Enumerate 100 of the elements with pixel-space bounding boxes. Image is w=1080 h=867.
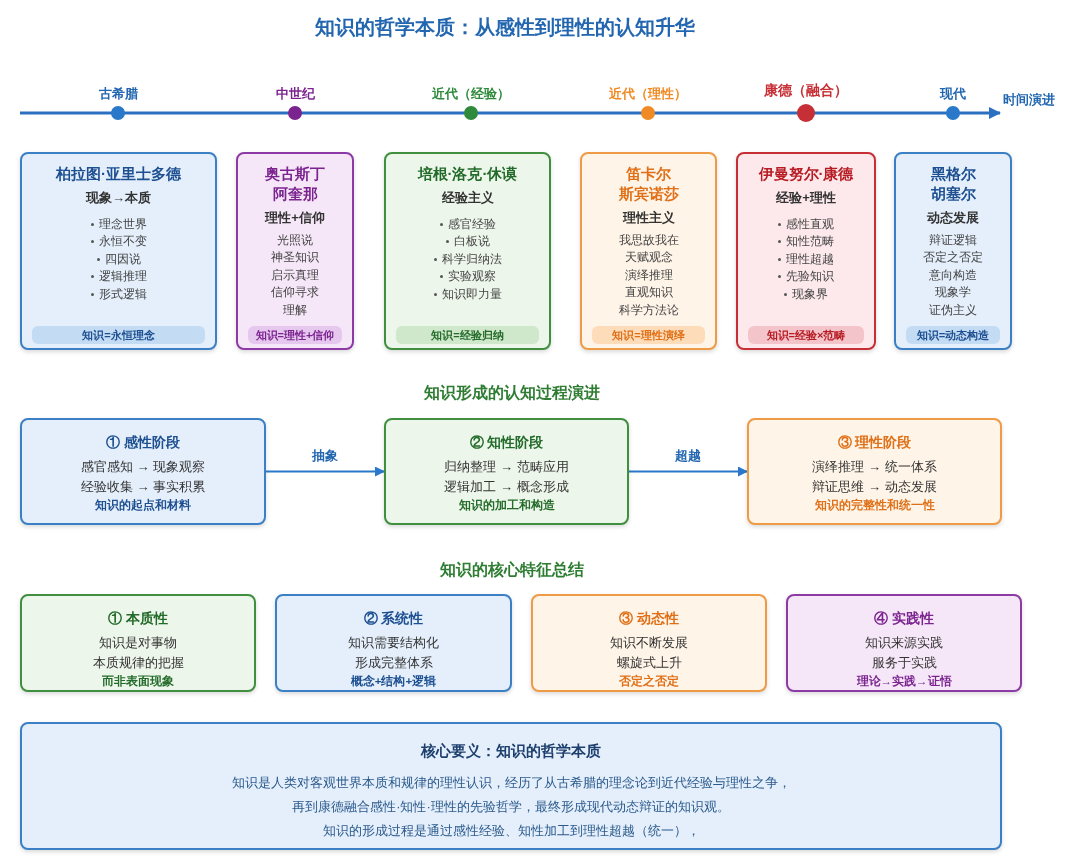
summary-badge: 知识=动态构造 (906, 325, 1000, 344)
core-title: 核心要义：知识的哲学本质 (419, 741, 602, 761)
school-subtitle: 理性+信仰 (263, 209, 326, 227)
idea-item: 白板说 (453, 233, 490, 250)
stage-box (20, 594, 256, 692)
philosopher-name: 黑格尔 (929, 164, 977, 184)
summary-badge: 知识=理性+信仰 (248, 325, 342, 344)
stage-line: 知识需要结构化 (347, 634, 440, 652)
idea-item: 知识即力量 (441, 285, 502, 303)
stage-line: 知识是对事物 (98, 634, 178, 652)
era-label: 古希腊 (98, 85, 138, 103)
summary-badge: 知识=经验×范畴 (748, 325, 864, 344)
summary-badge: 知识=理性演绎 (592, 325, 705, 344)
arrow (265, 466, 385, 477)
stage-box (747, 418, 1002, 525)
era-label: 中世纪 (275, 85, 315, 103)
stage-title: ① 本质性 (107, 609, 169, 628)
stage-summary: 知识的加工和构造 (457, 497, 556, 513)
era-label: 现代 (940, 85, 966, 103)
stage-line: 感官感知 → 现象观察 (79, 458, 207, 476)
idea-item: 理念世界 (98, 215, 147, 233)
stage-line: 演绎推理 → 统一体系 (811, 458, 938, 476)
school-subtitle: 理性主义 (621, 209, 676, 227)
idea-item: 四因说 (104, 250, 141, 268)
idea-item: 现象界 (792, 285, 828, 303)
section-heading: 知识形成的认知过程演进 (423, 383, 601, 403)
philosopher-name: 奥古斯丁 (264, 164, 326, 184)
stage-summary: 而非表面现象 (101, 674, 175, 689)
idea-item: 天赋观念 (624, 249, 673, 266)
era-label: 近代（理性） (609, 85, 687, 103)
idea-item: 辩证逻辑 (929, 231, 977, 249)
stage-line: 知识来源实践 (864, 634, 944, 652)
idea-item: 永恒不变 (98, 233, 147, 250)
stage-box (384, 418, 629, 525)
era-label: 康德（融合） (764, 81, 848, 100)
philosopher-card (236, 152, 354, 350)
stage-line: 知识不断发展 (609, 634, 689, 652)
stage-title: ② 知性阶段 (468, 433, 545, 452)
idea-item: 知性范畴 (786, 233, 834, 250)
idea-item: 证伪主义 (929, 301, 977, 319)
stage-line: 归纳整理 → 范畴应用 (443, 458, 570, 476)
idea-item: 直观知识 (624, 284, 673, 301)
idea-item: 感性直观 (786, 215, 834, 233)
idea-item: 我思故我在 (618, 231, 679, 249)
stage-box (531, 594, 767, 692)
stage-title: ③ 理性阶段 (836, 433, 913, 452)
arrow (628, 466, 748, 477)
idea-item: 否定之否定 (923, 249, 983, 266)
philosopher-name: 胡塞尔 (929, 184, 977, 204)
idea-item: 演绎推理 (624, 266, 673, 284)
idea-item: 现象学 (935, 284, 971, 301)
stage-box (786, 594, 1022, 692)
idea-item: 科学方法论 (618, 301, 679, 319)
idea-item: 实验观察 (447, 268, 496, 285)
philosopher-card (20, 152, 217, 350)
stage-line: 辩证思维 → 动态发展 (811, 478, 938, 496)
idea-item: 理性超越 (786, 250, 834, 268)
idea-item: 先验知识 (786, 268, 834, 285)
stage-title: ④ 实践性 (873, 609, 935, 628)
idea-item: 意向构造 (929, 266, 977, 284)
summary-badge: 知识=经验归纳 (396, 325, 539, 344)
philosopher-card (384, 152, 551, 350)
core-paragraph-line: 知识是人类对客观世界本质和规律的理性认识，经历了从古希腊的理念论到近代经验与理性之争， (230, 773, 792, 792)
idea-item: 信仰寻求 (271, 284, 319, 301)
idea-item: 光照说 (277, 231, 313, 249)
philosopher-name: 斯宾诺莎 (617, 184, 680, 204)
idea-item: 形式逻辑 (98, 285, 147, 303)
idea-item: 科学归纳法 (441, 250, 502, 268)
school-subtitle: 经验+理性 (775, 189, 837, 207)
philosopher-name: 阿奎那 (271, 184, 319, 204)
diagram-title: 知识的哲学本质：从感性到理性的认知升华 (314, 15, 696, 40)
idea-item: 理解 (283, 301, 307, 319)
stage-line: 本质规律的把握 (91, 654, 185, 672)
stage-line: 形成完整体系 (353, 654, 434, 672)
school-subtitle: 现象→本质 (84, 189, 152, 207)
school-subtitle: 经验主义 (440, 189, 495, 207)
stage-summary: 否定之否定 (618, 673, 680, 689)
idea-item: 神圣知识 (271, 249, 319, 266)
stage-summary: 理论→实践→证悟 (855, 673, 953, 689)
stage-summary: 知识的起点和材料 (94, 497, 192, 513)
stage-title: ② 系统性 (362, 609, 425, 628)
philosopher-name: 培根·洛克·休谟 (416, 164, 519, 184)
idea-item: 逻辑推理 (98, 268, 147, 285)
core-paragraph-line: 再到康德融合感性·知性·理性的先验哲学，最终形成现代动态辩证的知识观。 (291, 797, 731, 816)
stage-summary: 知识的完整性和统一性 (813, 497, 936, 513)
stage-line: 服务于实践 (870, 654, 938, 672)
philosopher-card (894, 152, 1012, 350)
philosopher-name: 伊曼努尔·康德 (757, 164, 855, 184)
axis-label: 时间演进 (1003, 91, 1055, 109)
stage-line: 逻辑加工 → 概念形成 (443, 478, 570, 496)
philosopher-name: 笛卡尔 (625, 164, 672, 184)
idea-item: 启示真理 (271, 266, 319, 284)
stage-title: ③ 动态性 (618, 609, 680, 628)
philosopher-card (580, 152, 717, 350)
school-subtitle: 动态发展 (926, 209, 980, 227)
core-summary-panel (20, 722, 1002, 850)
core-paragraph-line: 知识的形成过程是通过感性经验、知性加工到理性超越（统一）， (321, 821, 701, 840)
stage-box (20, 418, 266, 525)
stage-summary: 概念+结构+逻辑 (349, 674, 438, 689)
stage-title: ① 感性阶段 (105, 433, 181, 452)
